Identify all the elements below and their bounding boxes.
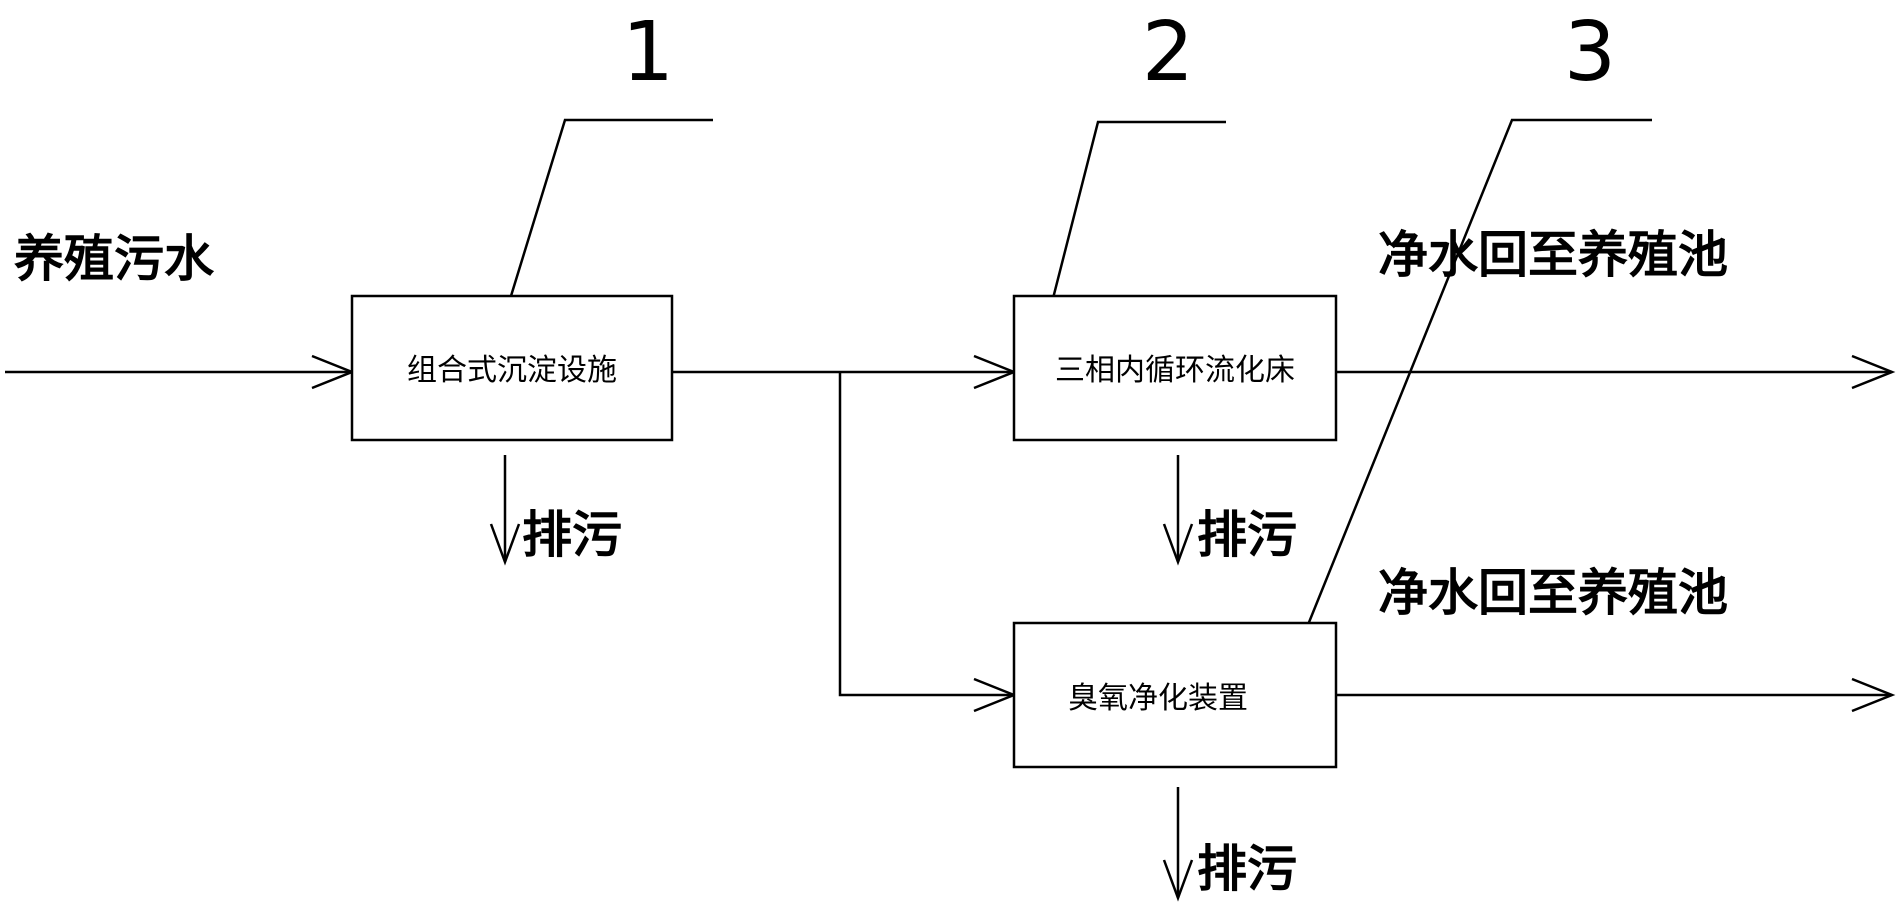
input-label: 养殖污水: [14, 230, 215, 288]
discharge-label-1: 排污: [522, 506, 622, 564]
ref-number-3: 3: [1564, 5, 1616, 100]
leader-line-2: [1046, 120, 1226, 319]
leader-line-1: [509, 118, 713, 297]
ref-number-1: 1: [622, 5, 674, 100]
outflow-arrowhead-2: [1851, 677, 1896, 713]
discharge-label-2: 排污: [1197, 506, 1297, 564]
box-fluidized-bed: [1012, 294, 1338, 442]
discharge-arrowhead-1: [489, 523, 521, 566]
box-ozone-purifier-label: 臭氧净化装置: [1068, 681, 1248, 716]
output-label-2: 净水回至养殖池: [1378, 564, 1728, 622]
box-fluidized-bed-label: 三相内循环流化床: [1055, 353, 1295, 388]
box-ozone-purifier: [1012, 621, 1338, 769]
output-label-1: 净水回至养殖池: [1378, 226, 1728, 284]
discharge-arrowhead-2: [1162, 523, 1194, 566]
branch-line-box3: [838, 372, 1014, 697]
leader-line-3: [1295, 118, 1652, 653]
outflow-arrowhead-1: [1851, 354, 1896, 390]
box-settling-facility-label: 组合式沉淀设施: [407, 353, 617, 388]
ref-number-2: 2: [1142, 5, 1194, 100]
box-settling-facility: [350, 294, 674, 442]
discharge-label-3: 排污: [1197, 840, 1297, 898]
discharge-arrowhead-3: [1162, 859, 1194, 902]
